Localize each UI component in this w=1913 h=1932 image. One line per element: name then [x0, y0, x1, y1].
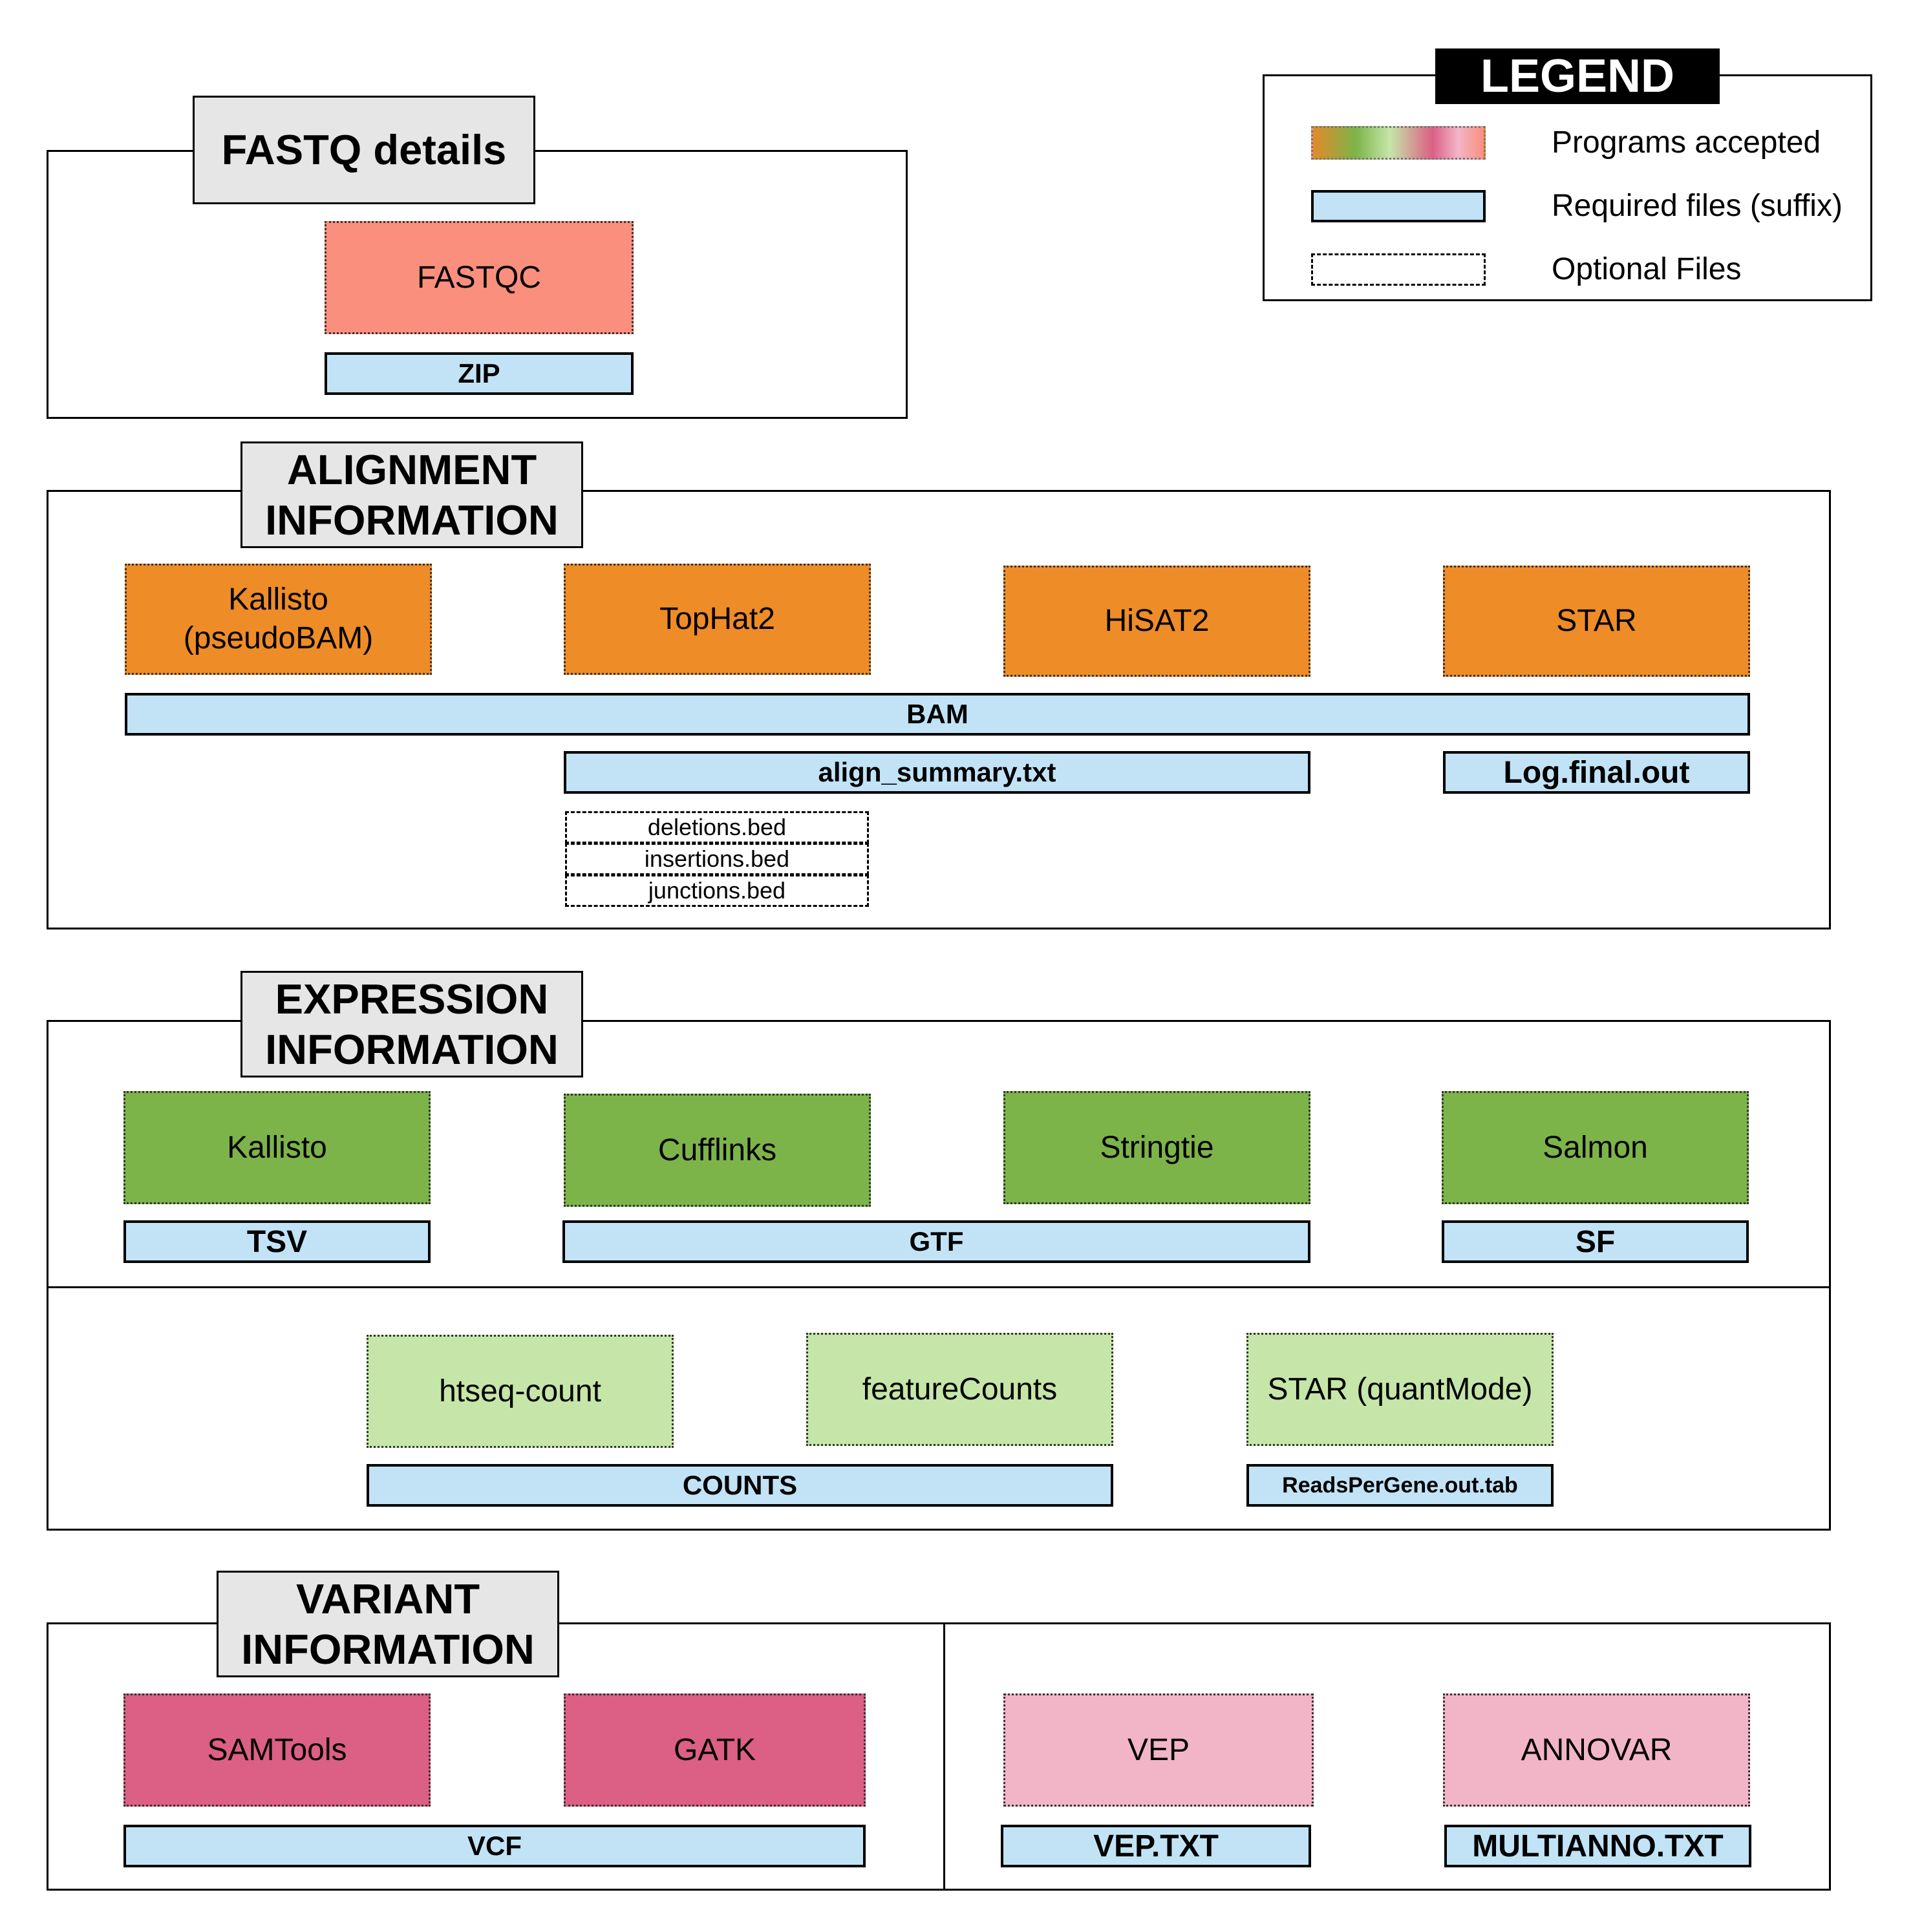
- optional-file-insertions: insertions.bed: [565, 843, 869, 875]
- file-log-final-out: Log.final.out: [1443, 751, 1750, 794]
- file-zip: ZIP: [325, 352, 634, 395]
- program-kallisto: Kallisto: [123, 1091, 431, 1204]
- program-stringtie: Stringtie: [1003, 1091, 1310, 1204]
- program-hisat2: HiSAT2: [1003, 566, 1310, 677]
- program-vep: VEP: [1003, 1693, 1314, 1807]
- fastq-title: FASTQ details: [193, 96, 535, 204]
- file-vcf: VCF: [123, 1825, 866, 1867]
- expression-divider: [47, 1286, 1831, 1288]
- file-gtf: GTF: [562, 1220, 1310, 1263]
- file-tsv: TSV: [123, 1220, 431, 1263]
- program-samtools: SAMTools: [123, 1693, 431, 1807]
- expression-title-line1: EXPRESSION: [275, 975, 549, 1023]
- legend-label-optional: Optional Files: [1552, 251, 1742, 286]
- program-salmon: Salmon: [1442, 1091, 1749, 1204]
- legend-swatch-programs: [1311, 126, 1486, 160]
- program-star: STAR: [1443, 566, 1750, 677]
- alignment-title-line1: ALIGNMENT: [286, 445, 537, 493]
- legend-label-required: Required files (suffix): [1552, 188, 1843, 223]
- program-annovar: ANNOVAR: [1443, 1693, 1750, 1807]
- expression-title: EXPRESSION INFORMATION: [240, 971, 583, 1077]
- file-vep-txt: VEP.TXT: [1001, 1825, 1311, 1867]
- file-counts: COUNTS: [367, 1464, 1113, 1507]
- alignment-title: ALIGNMENT INFORMATION: [240, 441, 583, 548]
- file-readspergene: ReadsPerGene.out.tab: [1246, 1464, 1554, 1507]
- optional-file-deletions: deletions.bed: [565, 811, 869, 844]
- alignment-title-line2: INFORMATION: [265, 496, 559, 544]
- file-bam: BAM: [125, 693, 1750, 736]
- variant-divider: [943, 1622, 945, 1891]
- program-tophat2: TopHat2: [564, 564, 871, 675]
- variant-title-line1: VARIANT: [295, 1575, 480, 1622]
- legend-label-programs: Programs accepted: [1552, 125, 1821, 160]
- file-multianno-txt: MULTIANNO.TXT: [1444, 1825, 1751, 1867]
- program-gatk: GATK: [564, 1693, 866, 1807]
- variant-title-line2: INFORMATION: [241, 1625, 535, 1673]
- file-align-summary: align_summary.txt: [564, 751, 1310, 794]
- program-featurecounts: featureCounts: [806, 1333, 1113, 1446]
- program-cufflinks: Cufflinks: [564, 1094, 871, 1207]
- expression-title-line2: INFORMATION: [265, 1025, 559, 1073]
- program-kallisto-pseudobam: Kallisto (pseudoBAM): [125, 564, 432, 675]
- file-sf: SF: [1442, 1220, 1749, 1263]
- program-fastqc: FASTQC: [325, 221, 634, 334]
- variant-title: VARIANT INFORMATION: [217, 1571, 559, 1677]
- legend-title: LEGEND: [1435, 48, 1720, 104]
- program-htseq-count: htseq-count: [367, 1335, 674, 1448]
- legend-swatch-optional: [1311, 253, 1486, 286]
- optional-file-junctions: junctions.bed: [565, 875, 869, 907]
- legend-swatch-required: [1311, 190, 1486, 222]
- program-star-quantmode: STAR (quantMode): [1246, 1333, 1554, 1446]
- legend-panel: [1263, 74, 1872, 301]
